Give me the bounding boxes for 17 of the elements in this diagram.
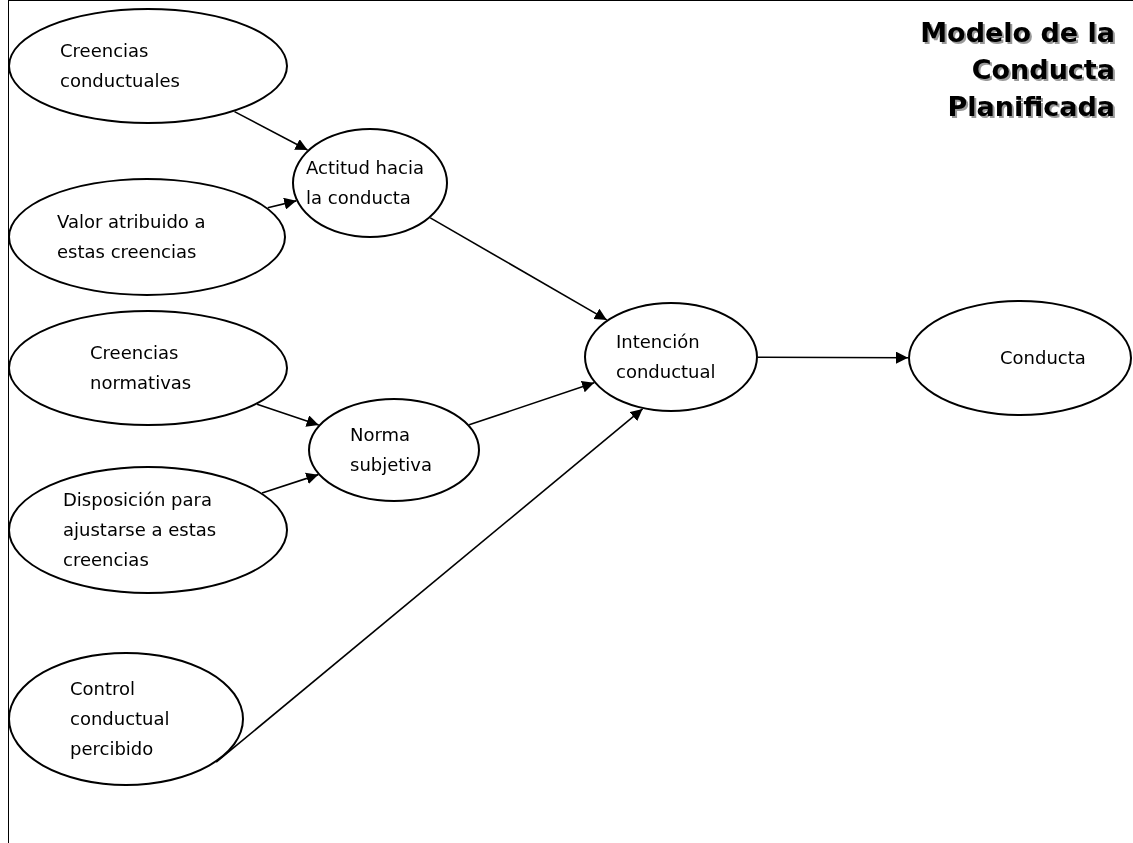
- arrow: [266, 197, 298, 210]
- arrow: [468, 380, 595, 426]
- title: Modelo de la Conducta Planificada: [919, 16, 1115, 124]
- node-label: Disposición para ajustarse a estas creencias: [63, 488, 218, 572]
- arrow: [757, 351, 909, 364]
- node-label: Creencias normativas: [90, 341, 193, 395]
- arrow: [233, 110, 309, 151]
- node-label: Conducta: [1000, 346, 1086, 370]
- node-label: Valor atribuido a estas creencias: [57, 210, 207, 264]
- node-label: Intención conductual: [616, 330, 717, 384]
- node-label: Actitud hacia la conducta: [306, 156, 425, 210]
- arrow: [256, 403, 320, 427]
- node-label: Control conductual percibido: [70, 677, 171, 761]
- arrow: [429, 217, 608, 321]
- node-label: Norma subjetiva: [350, 423, 434, 477]
- arrow: [261, 472, 320, 494]
- node-label: Creencias conductuales: [60, 39, 181, 93]
